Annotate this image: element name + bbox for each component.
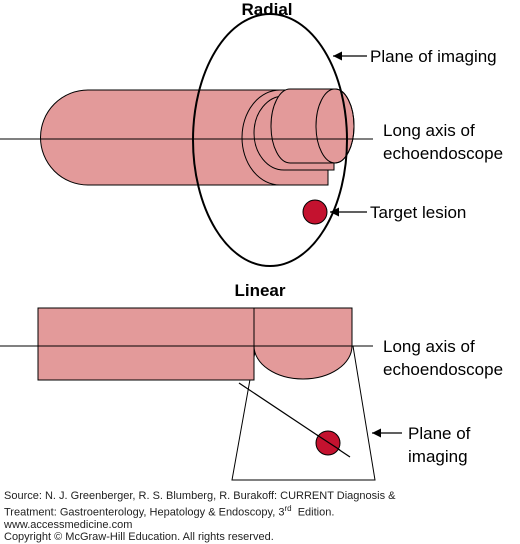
edition-superscript: rd (284, 503, 292, 513)
source-line-2-edition: Edition. (291, 506, 335, 519)
linear-plane-label-line1: Plane of (408, 424, 471, 443)
linear-axis-label-line1: Long axis of (383, 337, 475, 356)
source-line-2: Treatment: Gastroenterology, Hepatology … (4, 503, 516, 519)
linear-target-lesion (315, 430, 341, 456)
radial-axis-label-line1: Long axis of (383, 121, 475, 140)
radial-scope-tip-face (315, 88, 355, 164)
source-credit: Source: N. J. Greenberger, R. S. Blumber… (4, 490, 516, 544)
linear-scope-transducer (253, 307, 353, 380)
linear-title: Linear (234, 281, 285, 300)
linear-needle-overlay (316, 434, 341, 451)
radial-lesion-label: Target lesion (370, 203, 466, 222)
radial-plane-of-imaging (192, 13, 348, 267)
radial-scope-tip (270, 88, 355, 164)
source-line-1: Source: N. J. Greenberger, R. S. Blumber… (4, 490, 396, 502)
source-website[interactable]: www.accessmedicine.com (4, 518, 133, 531)
linear-scope-body (37, 307, 255, 381)
linear-axis-label-line2: echoendoscope (383, 360, 503, 379)
linear-plane-label-line2: imaging (408, 447, 468, 466)
radial-target-lesion (302, 199, 328, 225)
radial-plane-label: Plane of imaging (370, 47, 497, 66)
radial-axis-label-line2: echoendoscope (383, 144, 503, 163)
source-line-2-text: Treatment: Gastroenterology, Hepatology … (4, 506, 285, 519)
copyright-line: Copyright © McGraw-Hill Education. All r… (4, 531, 274, 544)
